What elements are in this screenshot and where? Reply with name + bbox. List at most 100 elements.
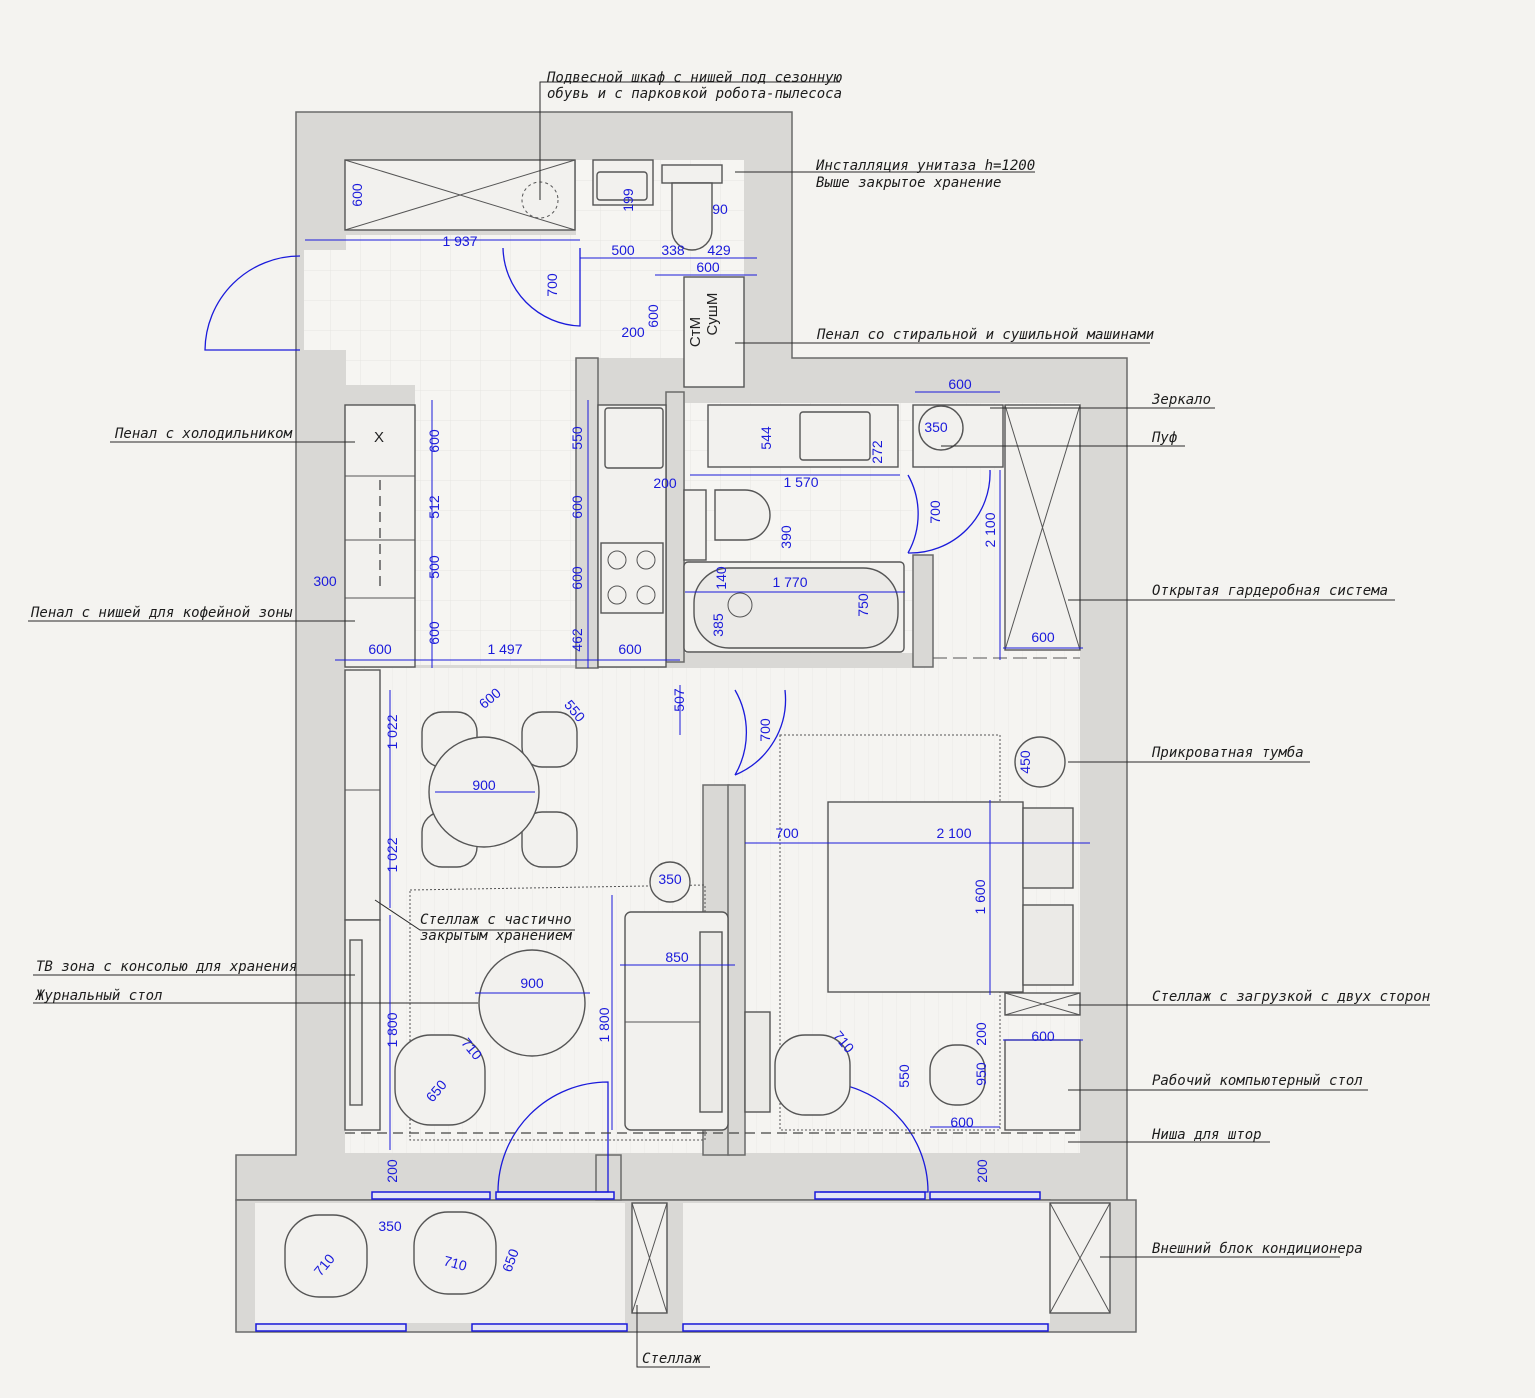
callout-shelf-2: закрытым хранением [420,928,572,944]
dim-label: 710 [442,1252,469,1274]
dim-label: 600 [696,259,720,275]
callout-cabinet-2: обувь и с парковкой робота-пылесоса [547,86,842,102]
washer-dryer-column: СтМ СушМ [683,276,745,388]
dim-label: 1 800 [384,1012,400,1047]
callouts: Подвесной шкаф с нишей под сезонную обув… [30,70,1430,1367]
dim-label: 200 [974,1159,990,1183]
dim-label: 429 [707,242,731,258]
dim-label: 1 022 [384,837,400,872]
callout-toilet-2: Выше закрытое хранение [816,175,1001,191]
dim-label: 1 800 [596,1007,612,1042]
wc-top [592,159,723,251]
dim-label: 950 [973,1062,989,1086]
dim-label: 350 [378,1218,402,1234]
dim-label: 272 [869,440,885,464]
callout-ac: Внешний блок кондиционера [1152,1241,1363,1257]
dim-label: 600 [1031,1028,1055,1044]
callout-fridge: Пенал с холодильником [114,426,293,442]
dim-label: 600 [618,641,642,657]
dim-label: 750 [855,593,871,617]
dining-zone [344,669,578,921]
dim-label: 200 [621,324,645,340]
dim-label: 200 [653,475,677,491]
hanging-cabinet [344,159,576,231]
dim-label: 390 [778,525,794,549]
callout-double-shelf: Стеллаж с загрузкой с двух сторон [1152,989,1430,1005]
dim-label: 350 [658,871,682,887]
callout-washer: Пенал со стиральной и сушильной машинами [816,327,1154,343]
dim-label: 600 [368,641,392,657]
living-zone [344,861,729,1141]
dim-label: 900 [472,777,496,793]
dim-label: 200 [973,1022,989,1046]
dimension-labels: 600 1 937 199 90 500 338 429 600 700 600… [311,183,1055,1279]
curtain-niche [345,657,1080,1134]
dim-label: 200 [384,1159,400,1183]
dim-label: 500 [426,555,442,579]
dim-label: 2 100 [936,825,971,841]
fridge-mark: X [374,429,384,446]
dim-label: 700 [757,718,773,742]
dim-label: 338 [661,242,685,258]
kitchen-columns: X [344,404,667,668]
dim-label: 700 [927,500,943,524]
dim-label: 600 [426,621,442,645]
dim-label: 199 [620,188,636,212]
callout-pouf: Пуф [1151,430,1177,446]
dim-label: 2 100 [982,512,998,547]
callout-tv: ТВ зона с консолью для хранения [36,959,297,975]
dim-label: 1 770 [772,574,807,590]
dim-label: 350 [924,419,948,435]
dim-label: 1 022 [384,714,400,749]
dim-label: 850 [665,949,689,965]
callout-toilet-1: Инсталляция унитаза h=1200 [815,158,1035,174]
dim-label: 600 [426,429,442,453]
dim-label: 600 [950,1114,974,1130]
windows [255,1191,1049,1332]
callout-coffee: Пенал с нишей для кофейной зоны [30,605,293,621]
dim-label: 600 [349,183,365,207]
callout-wardrobe: Открытая гардеробная система [1152,583,1388,599]
hall-floor [346,235,576,385]
balcony [284,1202,1111,1314]
dim-label: 507 [671,688,687,712]
callout-coffee-table: Журнальный стол [35,988,162,1004]
dim-label: 544 [758,426,774,450]
dim-label: 550 [569,426,585,450]
callout-shelf-1: Стеллаж с частично [420,912,572,928]
dim-label: 1 497 [487,641,522,657]
callout-curtain: Ниша для штор [1151,1127,1262,1143]
dimension-lines [305,239,1090,1150]
dim-label: 462 [569,628,585,652]
dim-label: 1 570 [783,474,818,490]
dim-label: 1 600 [972,879,988,914]
dim-label: 600 [1031,629,1055,645]
dim-label: 140 [713,566,729,590]
dim-label: 550 [896,1064,912,1088]
dim-label: 650 [499,1246,522,1274]
dim-label: 385 [710,613,726,637]
callout-nightstand: Прикроватная тумба [1151,745,1304,761]
dim-label: 900 [520,975,544,991]
dim-label: 600 [569,566,585,590]
dim-label: 300 [313,573,337,589]
callout-desk: Рабочий компьютерный стол [1152,1073,1363,1089]
washer-code: СтМ [687,317,704,347]
leader-lines [28,81,1430,1368]
dim-label: 1 937 [442,233,477,249]
callout-cabinet-1: Подвесной шкаф с нишей под сезонную [546,70,843,86]
dim-label: 450 [1017,750,1033,774]
dim-label: 600 [645,304,661,328]
callout-mirror: Зеркало [1151,392,1211,408]
bathroom [683,404,905,653]
callout-balcony-shelf: Стеллаж [642,1351,702,1367]
dim-label: 500 [611,242,635,258]
dim-label: 600 [948,376,972,392]
dim-label: 512 [426,495,442,519]
dim-label: 90 [712,201,728,217]
dim-label: 700 [544,273,560,297]
dim-label: 600 [569,495,585,519]
dim-label: 700 [775,825,799,841]
dryer-code: СушМ [704,293,721,336]
